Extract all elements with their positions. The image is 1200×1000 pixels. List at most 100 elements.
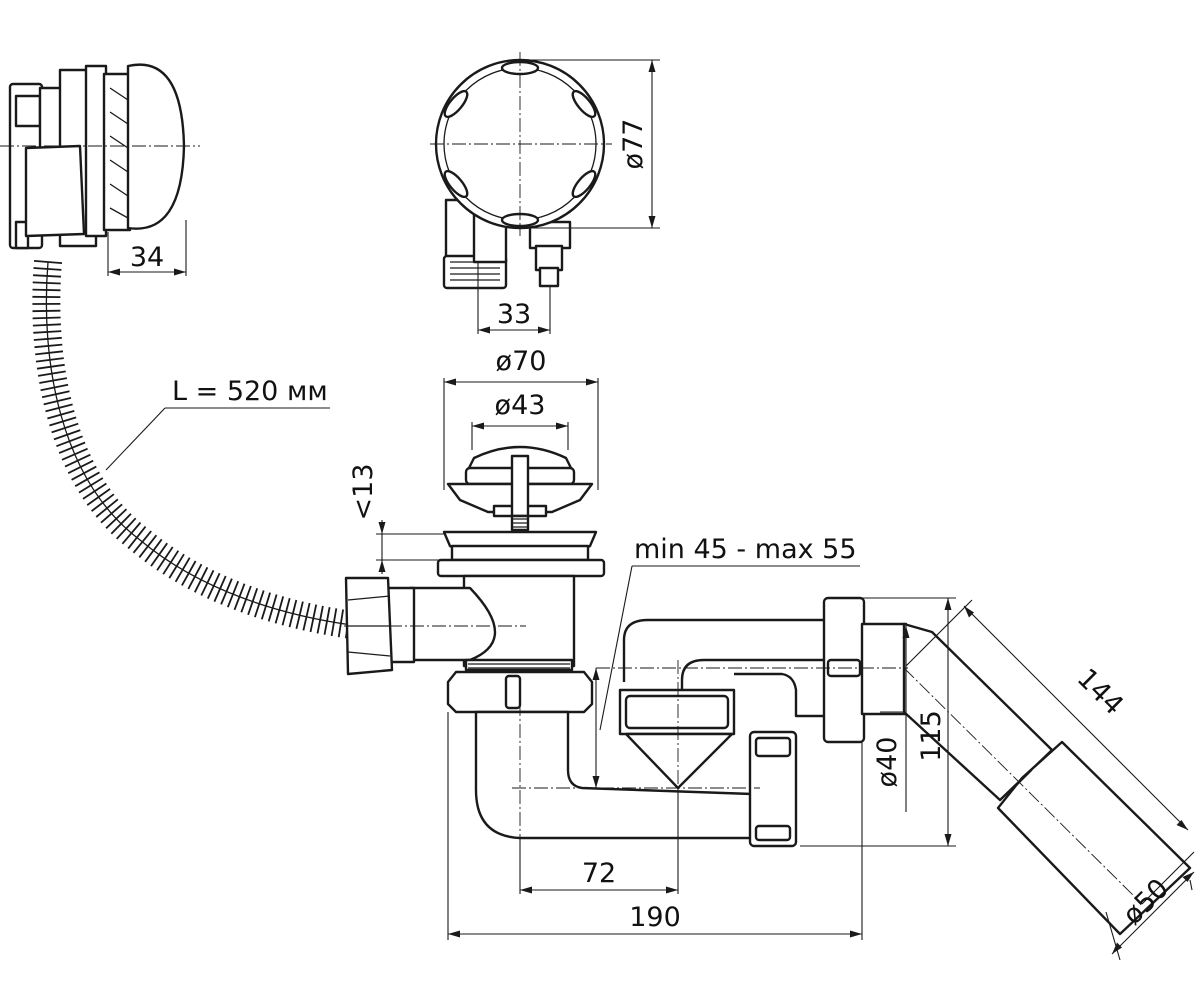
overflow-head-front-view bbox=[430, 52, 612, 290]
dim-outlet-offset: 33 bbox=[477, 262, 551, 334]
hose-corrugation bbox=[56, 435, 83, 448]
hose-corrugation bbox=[35, 357, 64, 363]
hose-corrugation bbox=[41, 390, 70, 399]
hose-corrugation bbox=[40, 383, 69, 392]
hose-corrugation bbox=[33, 330, 62, 334]
trap-body bbox=[446, 618, 832, 848]
outlet-centerline bbox=[903, 667, 1143, 905]
hose-corrugation bbox=[254, 590, 265, 618]
hose-corrugation bbox=[162, 550, 180, 575]
pop-up-plug bbox=[446, 445, 594, 532]
dim-outlet-length-label: 144 bbox=[1071, 663, 1129, 721]
dim-overflow-diameter-label: ø77 bbox=[618, 119, 649, 170]
dim-flange-diameter-label: ø70 bbox=[496, 346, 547, 377]
hose-corrugation bbox=[288, 599, 298, 628]
hose-corrugation bbox=[206, 572, 221, 599]
hose-corrugation bbox=[302, 602, 311, 631]
hose-corrugation bbox=[37, 370, 66, 377]
flexible-hose bbox=[32, 260, 353, 639]
hose-corrugation bbox=[187, 563, 203, 590]
hose-corrugation bbox=[95, 498, 119, 518]
hose-corrugation bbox=[116, 517, 137, 540]
hose-corrugation bbox=[32, 309, 61, 313]
dim-total-width: 190 bbox=[447, 712, 863, 940]
hose-corrugation bbox=[35, 350, 64, 356]
hose-corrugation bbox=[74, 471, 100, 487]
hose-corrugation bbox=[150, 542, 168, 567]
hose-corrugation bbox=[36, 363, 65, 370]
dim-trap-offset-label: 72 bbox=[582, 858, 616, 889]
hose-corrugation bbox=[168, 553, 185, 579]
dim-overflow-diameter: ø77 bbox=[520, 59, 660, 229]
hose-corrugation bbox=[156, 546, 174, 571]
dim-overflow-depth-label: 34 bbox=[130, 242, 164, 273]
hose-corrugation bbox=[247, 588, 259, 616]
dim-total-width-label: 190 bbox=[629, 902, 681, 933]
hose-corrugation bbox=[43, 397, 72, 406]
hose-corrugation bbox=[100, 503, 123, 524]
hose-corrugation bbox=[233, 583, 246, 611]
dim-outlet-offset-label: 33 bbox=[497, 299, 531, 330]
hose-corrugation bbox=[61, 447, 88, 461]
dim-flange-diameter: ø70 bbox=[443, 346, 599, 490]
hose-corrugation bbox=[32, 323, 61, 327]
hose-corrugation bbox=[132, 530, 152, 554]
overflow-head-side-view bbox=[0, 63, 200, 250]
dim-plug-diameter: ø43 bbox=[471, 390, 569, 450]
hose-corrugation bbox=[49, 416, 77, 427]
hose-corrugation bbox=[33, 267, 62, 271]
dim-pipe-diameter-label: ø40 bbox=[872, 737, 903, 788]
hose-corrugation bbox=[71, 465, 97, 481]
hose-corrugation bbox=[337, 609, 344, 638]
hose-corrugation bbox=[181, 560, 197, 586]
hose-corrugation bbox=[33, 336, 62, 341]
hose-corrugation bbox=[226, 580, 240, 608]
hose-corrugation bbox=[240, 585, 252, 613]
hose-corrugation bbox=[213, 575, 227, 602]
hose-corrugation bbox=[32, 316, 61, 320]
hose-corrugation bbox=[309, 604, 318, 633]
dim-trap-seal-label: min 45 - max 55 bbox=[634, 534, 857, 565]
hose-corrugation bbox=[274, 596, 285, 624]
dim-plug-diameter-label: ø43 bbox=[495, 390, 546, 421]
hose-corrugation bbox=[295, 601, 304, 630]
hose-corrugation bbox=[32, 288, 61, 292]
hose-corrugation bbox=[138, 534, 158, 558]
hose-corrugation bbox=[45, 403, 73, 413]
hose-corrugation bbox=[67, 459, 94, 475]
dim-trap-seal: min 45 - max 55 bbox=[592, 534, 860, 788]
hose-corrugation bbox=[32, 281, 61, 285]
hose-corrugation bbox=[220, 578, 233, 605]
outlet-pipe bbox=[902, 622, 1192, 936]
hose-corrugation bbox=[193, 566, 209, 593]
hose-corrugation bbox=[51, 422, 79, 434]
dim-plug-height: <13 bbox=[348, 464, 452, 574]
waste-flange-and-body bbox=[408, 530, 606, 672]
hose-corrugation bbox=[39, 377, 68, 384]
hose-corrugation bbox=[281, 597, 291, 626]
dim-hose-length: L = 520 мм bbox=[105, 376, 330, 471]
hose-corrugation bbox=[330, 608, 338, 637]
hose-corrugation bbox=[105, 508, 128, 529]
hose-corrugation bbox=[34, 343, 63, 349]
dim-trap-height-label: 115 bbox=[916, 710, 947, 762]
hose-corrugation bbox=[267, 594, 278, 622]
hose-corrugation bbox=[110, 513, 132, 535]
dim-trap-offset: 72 bbox=[519, 788, 679, 894]
hose-corrugation bbox=[174, 557, 191, 583]
hose-corrugation bbox=[260, 592, 271, 620]
dim-plug-height-label: <13 bbox=[348, 464, 379, 521]
hose-corrugation bbox=[316, 605, 324, 634]
dim-trap-height: 115 bbox=[800, 597, 956, 847]
outlet-nut bbox=[822, 596, 908, 744]
dim-hose-length-label: L = 520 мм bbox=[172, 376, 328, 407]
hose-corrugation bbox=[33, 274, 62, 278]
hose-corrugation bbox=[121, 521, 142, 545]
hose-corrugation bbox=[82, 482, 107, 500]
hose-corrugation bbox=[58, 441, 86, 454]
hose-corrugation bbox=[91, 493, 115, 512]
hose-corrugation bbox=[33, 260, 63, 264]
hose-corrugation bbox=[127, 526, 147, 550]
hose-corrugation bbox=[200, 569, 215, 596]
hose-corrugation bbox=[47, 410, 75, 420]
